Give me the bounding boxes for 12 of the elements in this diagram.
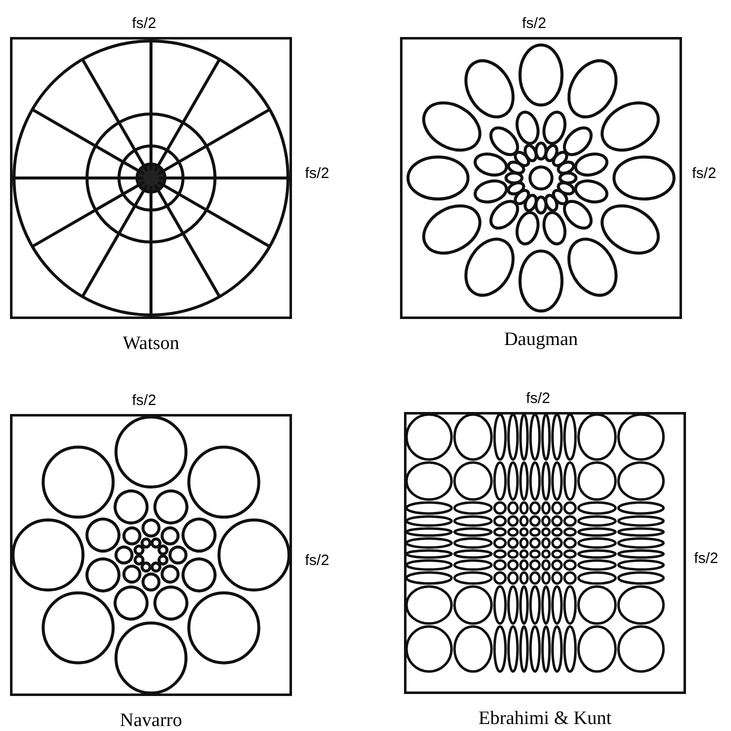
axis-label: fs/2 — [305, 552, 330, 569]
axis-label: fs/2 — [522, 15, 546, 32]
axis-label: fs/2 — [526, 390, 550, 407]
axis-label: fs/2 — [694, 550, 718, 567]
axis-label: fs/2 — [132, 15, 156, 32]
panel-caption: Navarro — [120, 710, 182, 731]
axis-label: fs/2 — [305, 165, 330, 182]
axis-label: fs/2 — [692, 165, 716, 182]
axis-label: fs/2 — [132, 392, 156, 409]
panel-caption: Ebrahimi & Kunt — [478, 708, 612, 730]
panel-caption: Watson — [122, 333, 180, 355]
panel-caption: Daugman — [504, 329, 578, 351]
